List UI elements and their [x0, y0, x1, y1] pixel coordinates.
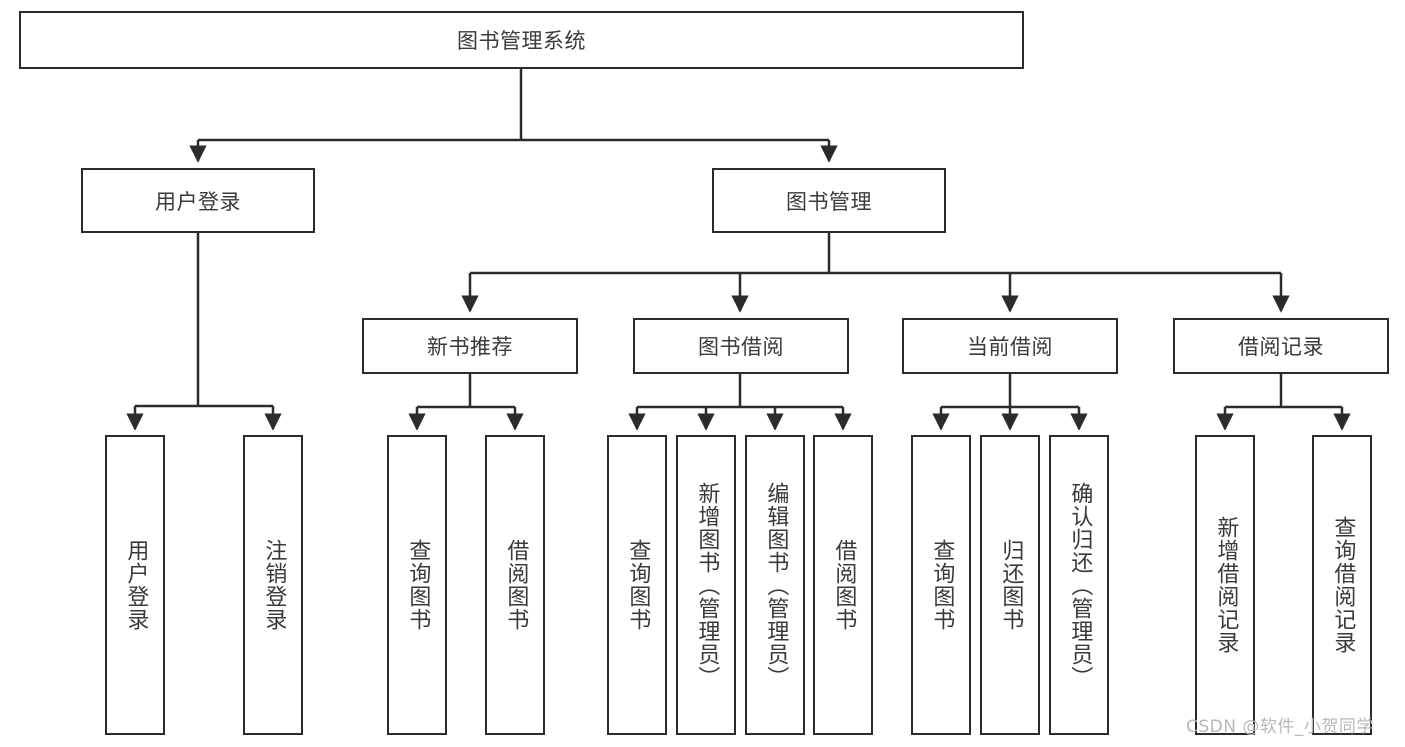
node-book-management-label: 图书管理 [786, 189, 872, 214]
leaf-query-book-1-label: 查询图书 [405, 539, 431, 631]
node-new-book-recommend-label: 新书推荐 [427, 335, 513, 359]
leaf-query-borrow-record[interactable]: 查询借阅记录 [1312, 435, 1372, 735]
leaf-return-book[interactable]: 归还图书 [980, 435, 1040, 735]
leaf-confirm-return-admin-label: 确认归还（管理员） [1067, 481, 1093, 689]
leaf-user-login[interactable]: 用户登录 [105, 435, 165, 735]
leaf-add-borrow-record-label: 新增借阅记录 [1213, 516, 1239, 654]
leaf-borrow-book-2[interactable]: 借阅图书 [813, 435, 873, 735]
node-user-login[interactable]: 用户登录 [81, 168, 315, 233]
leaf-query-book-3[interactable]: 查询图书 [911, 435, 971, 735]
node-root-label: 图书管理系统 [457, 29, 586, 53]
leaf-borrow-book-2-label: 借阅图书 [831, 539, 857, 631]
node-new-book-recommend[interactable]: 新书推荐 [362, 318, 578, 374]
leaf-borrow-book-1-label: 借阅图书 [503, 539, 529, 631]
leaf-query-book-2-label: 查询图书 [625, 539, 651, 631]
leaf-edit-book-admin-label: 编辑图书（管理员） [763, 481, 789, 689]
leaf-confirm-return-admin[interactable]: 确认归还（管理员） [1049, 435, 1109, 735]
leaf-borrow-book-1[interactable]: 借阅图书 [485, 435, 545, 735]
node-borrow-record-label: 借阅记录 [1238, 335, 1324, 359]
leaf-logout-login[interactable]: 注销登录 [243, 435, 303, 735]
leaf-query-book-1[interactable]: 查询图书 [387, 435, 447, 735]
node-user-login-label: 用户登录 [155, 189, 241, 214]
node-current-borrow[interactable]: 当前借阅 [902, 318, 1118, 374]
leaf-logout-login-label: 注销登录 [261, 539, 287, 631]
leaf-return-book-label: 归还图书 [998, 539, 1024, 631]
node-book-borrow[interactable]: 图书借阅 [633, 318, 849, 374]
node-root[interactable]: 图书管理系统 [19, 11, 1024, 69]
node-book-borrow-label: 图书借阅 [698, 335, 784, 359]
leaf-user-login-label: 用户登录 [123, 539, 149, 631]
node-current-borrow-label: 当前借阅 [967, 335, 1053, 359]
leaf-edit-book-admin[interactable]: 编辑图书（管理员） [745, 435, 805, 735]
leaf-add-borrow-record[interactable]: 新增借阅记录 [1195, 435, 1255, 735]
leaf-query-borrow-record-label: 查询借阅记录 [1330, 516, 1356, 654]
leaf-add-book-admin[interactable]: 新增图书（管理员） [676, 435, 736, 735]
leaf-query-book-2[interactable]: 查询图书 [607, 435, 667, 735]
leaf-add-book-admin-label: 新增图书（管理员） [694, 481, 720, 689]
leaf-query-book-3-label: 查询图书 [929, 539, 955, 631]
node-book-management[interactable]: 图书管理 [712, 168, 946, 233]
node-borrow-record[interactable]: 借阅记录 [1173, 318, 1389, 374]
